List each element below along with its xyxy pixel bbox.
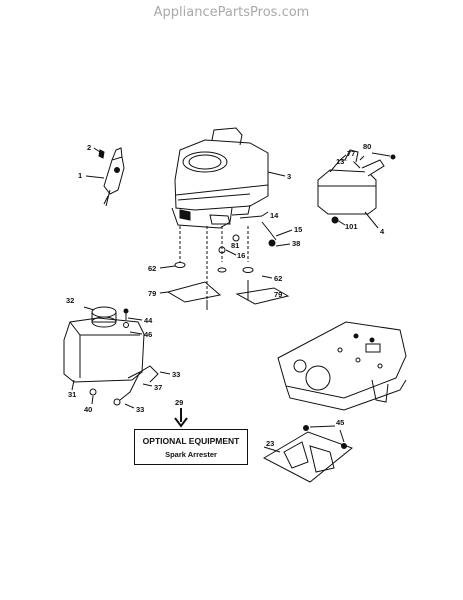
callout-44: 44 bbox=[144, 316, 153, 325]
callout-14: 14 bbox=[270, 211, 279, 220]
callout-3: 3 bbox=[287, 172, 291, 181]
callout-31: 31 bbox=[68, 390, 76, 399]
chassis-frame bbox=[277, 321, 407, 411]
optional-equipment-subtitle: Spark Arrester bbox=[165, 450, 217, 459]
callout-1: 1 bbox=[78, 171, 82, 180]
callout-2: 2 bbox=[87, 143, 91, 152]
muffler bbox=[317, 149, 396, 229]
callout-37: 37 bbox=[154, 383, 162, 392]
callout-29: 29 bbox=[175, 398, 183, 407]
arrow-29 bbox=[174, 408, 188, 428]
spark-arrester bbox=[262, 425, 354, 483]
callout-79a: 79 bbox=[148, 289, 156, 298]
callout-labels: 2 1 3 80 77 13 101 4 14 15 38 81 16 62 6… bbox=[66, 142, 385, 448]
fuel-tank bbox=[63, 306, 171, 409]
callout-77: 77 bbox=[347, 149, 355, 158]
callout-101: 101 bbox=[345, 222, 358, 231]
fuel-fittings bbox=[218, 211, 293, 256]
callout-79b: 79 bbox=[274, 290, 282, 299]
callout-45: 45 bbox=[336, 418, 344, 427]
callout-15: 15 bbox=[294, 225, 302, 234]
callout-81: 81 bbox=[231, 241, 239, 250]
callout-33a: 33 bbox=[172, 370, 180, 379]
throttle-control bbox=[85, 147, 125, 207]
callout-40: 40 bbox=[84, 405, 92, 414]
callout-46: 46 bbox=[144, 330, 152, 339]
callout-23: 23 bbox=[266, 439, 274, 448]
callout-13: 13 bbox=[336, 157, 344, 166]
callout-4: 4 bbox=[380, 227, 385, 236]
callout-16: 16 bbox=[237, 251, 245, 260]
washers bbox=[159, 262, 290, 310]
callout-80: 80 bbox=[363, 142, 371, 151]
callout-62b: 62 bbox=[274, 274, 282, 283]
mount-lines bbox=[179, 226, 249, 300]
callout-33b: 33 bbox=[136, 405, 144, 414]
optional-equipment-title: OPTIONAL EQUIPMENT bbox=[142, 436, 240, 446]
engine bbox=[171, 127, 286, 229]
callout-38: 38 bbox=[292, 239, 300, 248]
callout-32: 32 bbox=[66, 296, 74, 305]
optional-equipment-box: OPTIONAL EQUIPMENT Spark Arrester bbox=[134, 429, 248, 465]
watermark: AppliancePartsPros.com bbox=[153, 5, 310, 20]
callout-62a: 62 bbox=[148, 264, 156, 273]
